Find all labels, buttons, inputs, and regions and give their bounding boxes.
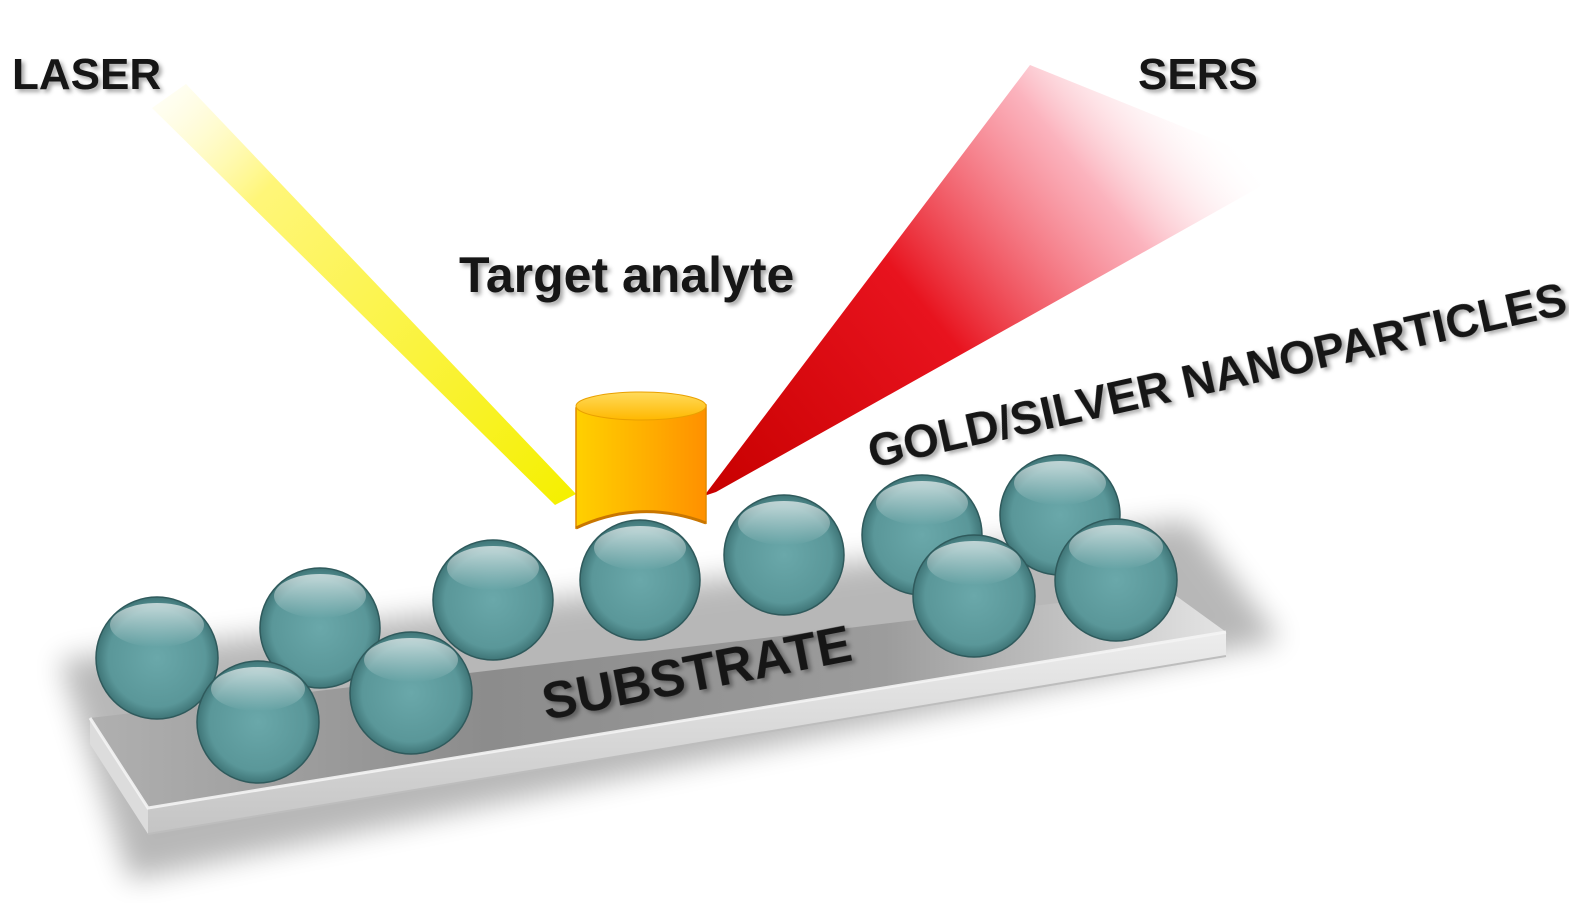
nanoparticle (723, 494, 845, 616)
nanoparticles (95, 454, 1178, 784)
laser-beam (152, 84, 576, 505)
nanoparticle (196, 660, 320, 784)
laser-label: LASER (12, 50, 161, 99)
nanoparticle (259, 567, 381, 689)
nanoparticle (349, 631, 473, 755)
nanoparticle (912, 534, 1036, 658)
target-analyte-label: Target analyte (459, 247, 794, 303)
sers-beam (704, 65, 1290, 496)
nanoparticle (1054, 518, 1178, 642)
target-analyte (575, 391, 707, 530)
nanoparticle (432, 539, 554, 661)
sers-label: SERS (1138, 50, 1258, 99)
nanoparticle (579, 519, 701, 641)
nanoparticle (95, 596, 219, 720)
